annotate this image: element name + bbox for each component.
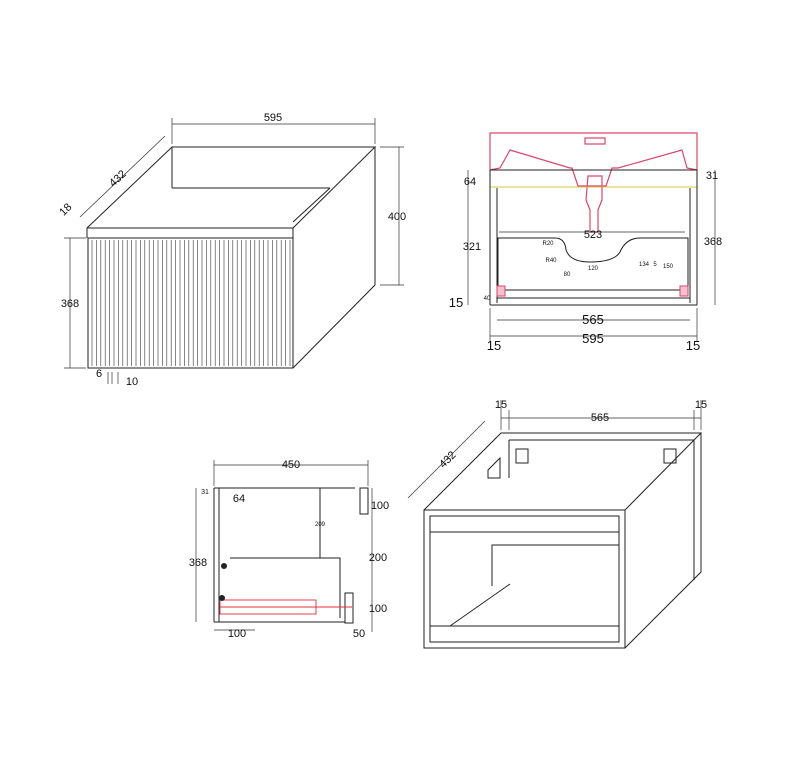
radius-40-label: R40 bbox=[545, 258, 557, 264]
dim-right-side-label: 15 bbox=[686, 338, 700, 353]
dim-top-spacing-label: 100 bbox=[371, 500, 389, 512]
dim-back-label: 50 bbox=[353, 628, 365, 640]
dim-inner-width-label: 565 bbox=[582, 312, 604, 327]
dim-total-height-label: 400 bbox=[388, 211, 406, 223]
drawer-box bbox=[230, 557, 341, 618]
dim-150-label: 150 bbox=[663, 264, 674, 270]
front-elevation-view: 523 R20 R40 80 120 134 5 150 40 64 321 3… bbox=[449, 132, 722, 353]
dim-209-label: 209 bbox=[315, 522, 326, 528]
dim-inner-height-label: 321 bbox=[463, 241, 481, 253]
right-side-outline bbox=[624, 433, 702, 649]
front-bracket bbox=[344, 592, 354, 624]
floor-diag bbox=[449, 583, 511, 627]
dim-height-label: 368 bbox=[189, 557, 207, 569]
dim-gap-b-label: 10 bbox=[126, 376, 138, 388]
side-bracket bbox=[487, 456, 501, 479]
fluted-grooves bbox=[91, 240, 291, 366]
dim-120-label: 120 bbox=[588, 266, 599, 272]
fluted-front-panel bbox=[87, 237, 294, 369]
dim-depth-line bbox=[407, 420, 486, 499]
dim-bottom-gap-label: 15 bbox=[449, 295, 463, 310]
dim-front-height-label: 368 bbox=[61, 298, 79, 310]
top-bracket bbox=[359, 487, 369, 515]
dim-left-label: 15 bbox=[495, 399, 507, 411]
carcass-isometric-view: 15 565 15 432 bbox=[407, 399, 707, 649]
inner-shelf-diag bbox=[292, 187, 331, 223]
right-side-outline bbox=[292, 147, 376, 369]
dim-right-offset-label: 31 bbox=[706, 170, 718, 182]
dim-low-spacing-label: 100 bbox=[369, 603, 387, 615]
drawer-cutout-profile bbox=[497, 237, 689, 291]
carcass-front-frame bbox=[423, 509, 626, 649]
dim-top-offset-label: 31 bbox=[201, 489, 209, 496]
top-bracket-left bbox=[515, 448, 529, 464]
dim-inner-label: 565 bbox=[591, 412, 609, 424]
dim-basin-offset-label: 64 bbox=[464, 176, 476, 188]
dim-134-label: 134 bbox=[639, 262, 650, 268]
radius-20-label: R20 bbox=[542, 241, 554, 247]
dim-gap-a-label: 6 bbox=[96, 368, 102, 380]
dim-left-side-label: 15 bbox=[487, 338, 501, 353]
dim-mid-spacing-label: 200 bbox=[369, 552, 387, 564]
fixing-point-upper bbox=[221, 563, 227, 569]
dim-basin-width-label: 523 bbox=[584, 229, 602, 241]
dim-top-label: 18 bbox=[57, 201, 74, 218]
basin-waste-trap bbox=[585, 175, 603, 233]
drawer-support-edge bbox=[491, 544, 619, 586]
basin-overflow bbox=[584, 137, 606, 145]
carcass-front-inner bbox=[429, 515, 620, 643]
dim-5-label: 5 bbox=[653, 262, 657, 268]
side-section-view: 450 31 64 209 368 100 200 100 100 50 bbox=[189, 459, 389, 640]
dim-depth-line bbox=[79, 135, 166, 218]
dim-right-label: 15 bbox=[695, 399, 707, 411]
dim-width-label: 595 bbox=[264, 112, 282, 124]
dim-overall-height-label: 368 bbox=[704, 236, 722, 248]
front-isometric-view: 595 432 18 400 368 6 10 bbox=[57, 112, 406, 388]
top-opening-outline bbox=[86, 146, 377, 229]
dim-depth-label: 432 bbox=[107, 168, 129, 189]
fixing-point-lower bbox=[219, 595, 225, 601]
dim-80-label: 80 bbox=[564, 272, 571, 278]
basin-outline bbox=[489, 132, 698, 187]
dim-outer-width-label: 595 bbox=[582, 331, 604, 346]
small-40-label: 40 bbox=[484, 296, 491, 302]
dim-bottom-label: 100 bbox=[228, 628, 246, 640]
dim-basin-depth-label: 64 bbox=[233, 493, 245, 505]
right-drawer-runner bbox=[679, 285, 689, 297]
dim-depth-label: 450 bbox=[282, 459, 300, 471]
top-bracket-right bbox=[663, 448, 677, 464]
dim-depth-label: 432 bbox=[437, 449, 458, 470]
left-drawer-runner bbox=[496, 285, 506, 297]
carcass-top-outline bbox=[423, 432, 703, 511]
